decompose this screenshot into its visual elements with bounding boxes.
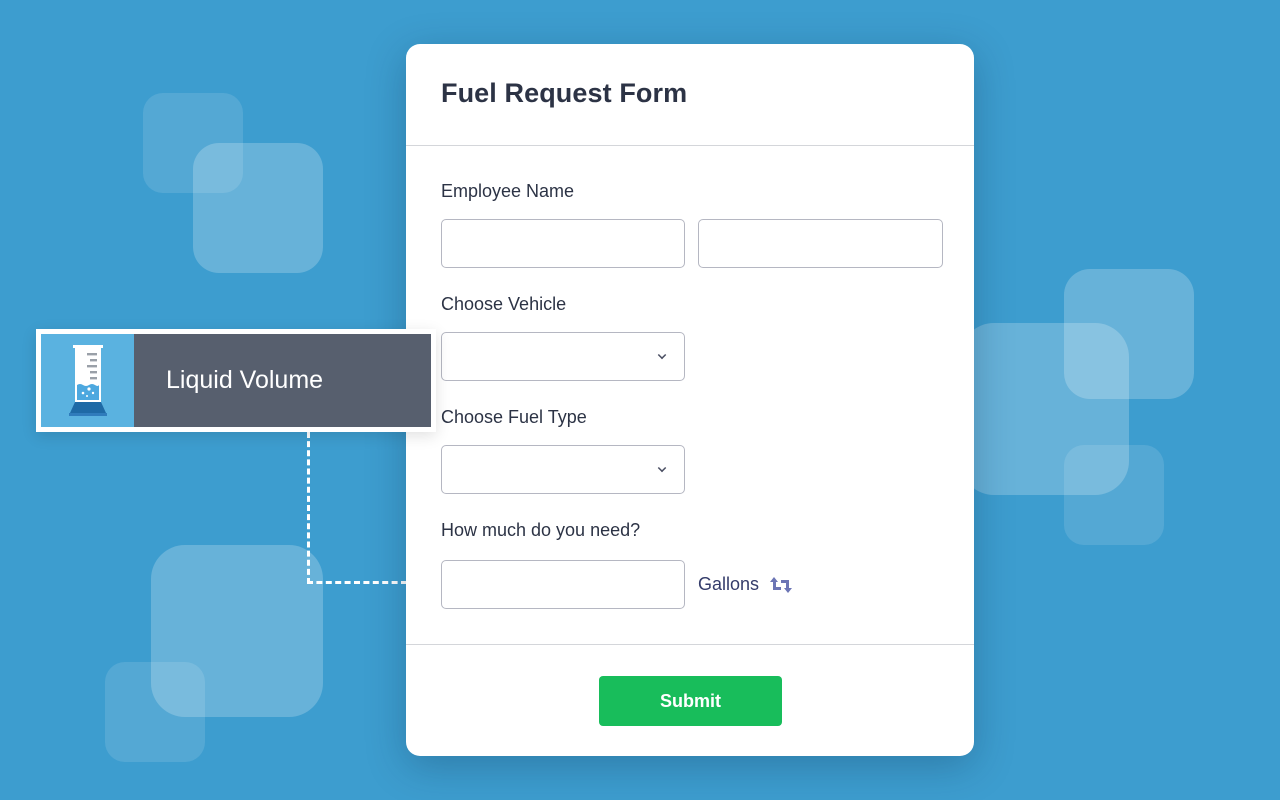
swap-icon[interactable]: [769, 576, 793, 594]
liquid-volume-widget-tag[interactable]: Liquid Volume: [36, 329, 436, 432]
tag-label: Liquid Volume: [134, 334, 431, 427]
form-header: Fuel Request Form: [406, 44, 974, 146]
quantity-label: How much do you need?: [441, 520, 641, 540]
choose-vehicle-label: Choose Vehicle: [441, 294, 567, 314]
decorative-square: [1064, 269, 1194, 399]
decorative-square: [105, 662, 205, 762]
decorative-square: [1064, 445, 1164, 545]
connector-line-vertical: [307, 432, 310, 584]
fuel-type-dropdown[interactable]: [441, 445, 685, 494]
employee-name-label: Employee Name: [441, 181, 575, 201]
unit-label: Gallons: [698, 574, 760, 594]
tag-icon-container: [41, 334, 134, 427]
form-body: Employee Name Choose Vehicle Choose Fuel…: [406, 146, 974, 645]
decorative-square: [193, 143, 323, 273]
unit-selector[interactable]: Gallons: [698, 574, 793, 595]
decorative-square: [143, 93, 243, 193]
graduated-cylinder-icon: [68, 344, 107, 416]
last-name-input[interactable]: [698, 219, 943, 268]
quantity-input[interactable]: [441, 560, 685, 609]
vehicle-dropdown[interactable]: [441, 332, 685, 381]
decorative-square: [960, 323, 1129, 495]
form-title: Fuel Request Form: [441, 78, 688, 108]
chevron-down-icon: [657, 463, 667, 473]
decorative-square: [151, 545, 323, 717]
chevron-down-icon: [657, 350, 667, 360]
fuel-request-form-card: Fuel Request Form Employee Name Choose V…: [406, 44, 974, 756]
first-name-input[interactable]: [441, 219, 685, 268]
submit-button[interactable]: Submit: [599, 676, 782, 726]
choose-fuel-type-label: Choose Fuel Type: [441, 407, 587, 427]
connector-line-horizontal: [307, 581, 407, 584]
